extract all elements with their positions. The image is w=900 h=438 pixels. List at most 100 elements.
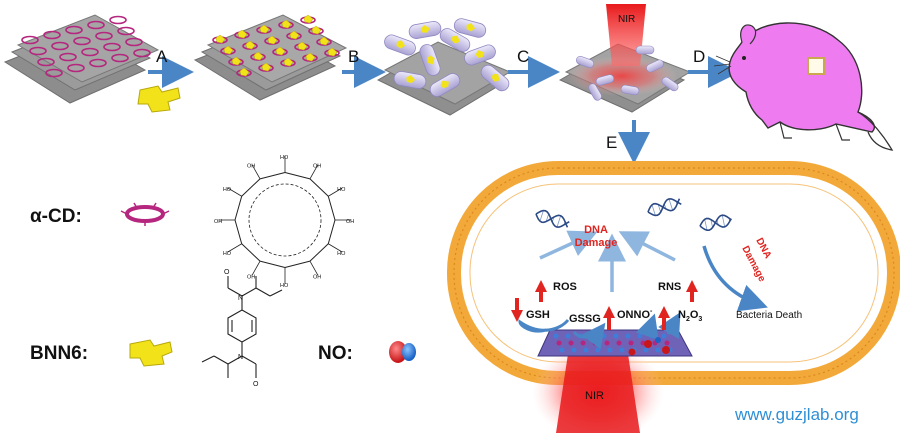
gsh-down-arrow xyxy=(511,298,523,322)
gssg-up-arrow xyxy=(603,306,615,330)
capsule xyxy=(620,84,640,96)
mouse-tail xyxy=(857,111,894,151)
rns-label: RNS xyxy=(658,281,681,293)
bnn6-marker xyxy=(283,57,294,67)
complex-dot xyxy=(619,347,625,353)
bnn6-marker xyxy=(215,34,226,44)
bond xyxy=(259,260,286,268)
complex-dot xyxy=(601,333,607,339)
capsule xyxy=(453,18,487,38)
complex-dot xyxy=(580,340,586,346)
ring xyxy=(81,47,99,57)
bond xyxy=(327,219,336,244)
step-a-label: A xyxy=(156,47,168,66)
onno-up-arrow xyxy=(658,306,670,330)
bond xyxy=(259,172,286,180)
complex-dot xyxy=(616,340,622,346)
level-indicators xyxy=(511,280,698,330)
mouse-illustration xyxy=(713,22,894,151)
complex-dot xyxy=(559,347,565,353)
bnn6-structure xyxy=(201,276,283,378)
bond xyxy=(284,172,311,180)
infection-site-marker xyxy=(807,57,825,75)
n2o3-label: N2O3 xyxy=(678,309,702,323)
capsule xyxy=(661,76,679,92)
ring xyxy=(29,46,47,56)
panel-nir-irradiation: NIR xyxy=(558,4,692,113)
dna-damage-label-line1: DNA xyxy=(584,224,608,236)
bond xyxy=(328,243,343,253)
capsule xyxy=(646,59,664,73)
nir-beam-bottom xyxy=(556,354,640,433)
bond xyxy=(328,187,343,197)
bnn6-marker xyxy=(239,67,250,77)
step-d-label: D xyxy=(693,47,705,66)
complex-dot xyxy=(595,347,601,353)
complex-dot xyxy=(649,333,655,339)
complex-dot xyxy=(568,340,574,346)
capsule xyxy=(384,34,416,56)
complex-dot xyxy=(637,333,643,339)
bond xyxy=(284,260,311,268)
capsule xyxy=(464,44,496,66)
complex-dot xyxy=(592,340,598,346)
bnn6-marker xyxy=(261,62,272,72)
bnn6-marker xyxy=(319,36,330,46)
ring xyxy=(73,36,91,46)
bnn6-marker xyxy=(327,47,338,57)
complex-dot xyxy=(571,347,577,353)
mouse-ear xyxy=(740,24,757,45)
ros-label: ROS xyxy=(553,281,577,293)
bond xyxy=(241,243,261,262)
ring xyxy=(109,15,127,25)
no-molecule-icon xyxy=(389,341,416,363)
mouse-eye xyxy=(742,56,746,60)
dna-damage-label-line2: Damage xyxy=(575,237,618,249)
mouse-body xyxy=(728,22,876,133)
bnn6-marker xyxy=(303,14,314,24)
alpha-cd-ring-icon xyxy=(120,202,170,226)
capsule xyxy=(595,74,615,86)
bond xyxy=(327,196,336,221)
panel-graphene-sheets xyxy=(3,14,160,104)
bnn6-marker xyxy=(267,35,278,45)
alpha-cd-rings xyxy=(21,15,151,78)
complex-dot xyxy=(628,340,634,346)
bnn6-o-bottom: O xyxy=(253,381,259,388)
hydroxyl-label: HO xyxy=(223,187,232,193)
nir-bottom-label: NIR xyxy=(585,390,604,402)
mouse-whiskers xyxy=(713,55,732,75)
capsule xyxy=(439,28,471,52)
capsule xyxy=(635,45,655,55)
bond xyxy=(234,196,243,221)
step-e-arrow: E xyxy=(606,120,650,164)
step-d-arrow: D xyxy=(688,47,740,88)
ring xyxy=(65,25,83,35)
dna-helix xyxy=(647,198,682,217)
bnn6-marker xyxy=(311,25,322,35)
dna-helix xyxy=(535,209,570,228)
legend-bnn6-label: BNN6: xyxy=(30,343,88,364)
step-b-label: B xyxy=(348,47,359,66)
bnn6-marker xyxy=(275,46,286,56)
hydroxyl-label: HO xyxy=(337,187,346,193)
legend-no-label: NO: xyxy=(318,343,353,364)
bnn6-marker xyxy=(245,40,256,50)
dna-helix xyxy=(699,214,732,232)
bnn6-marker xyxy=(231,56,242,66)
bond xyxy=(309,164,319,180)
bond xyxy=(309,178,329,197)
hydroxyl-label: OH xyxy=(346,219,354,225)
bnn6-marker xyxy=(281,19,292,29)
complex-dot xyxy=(643,347,649,353)
bond xyxy=(227,243,242,253)
capsule xyxy=(588,83,602,101)
legend-alpha-cd-label: α-CD: xyxy=(30,206,82,227)
ring xyxy=(111,53,129,63)
bnn6-n-top: N xyxy=(238,295,243,302)
complex-dot xyxy=(556,340,562,346)
step-a-arrow: A xyxy=(137,47,194,113)
